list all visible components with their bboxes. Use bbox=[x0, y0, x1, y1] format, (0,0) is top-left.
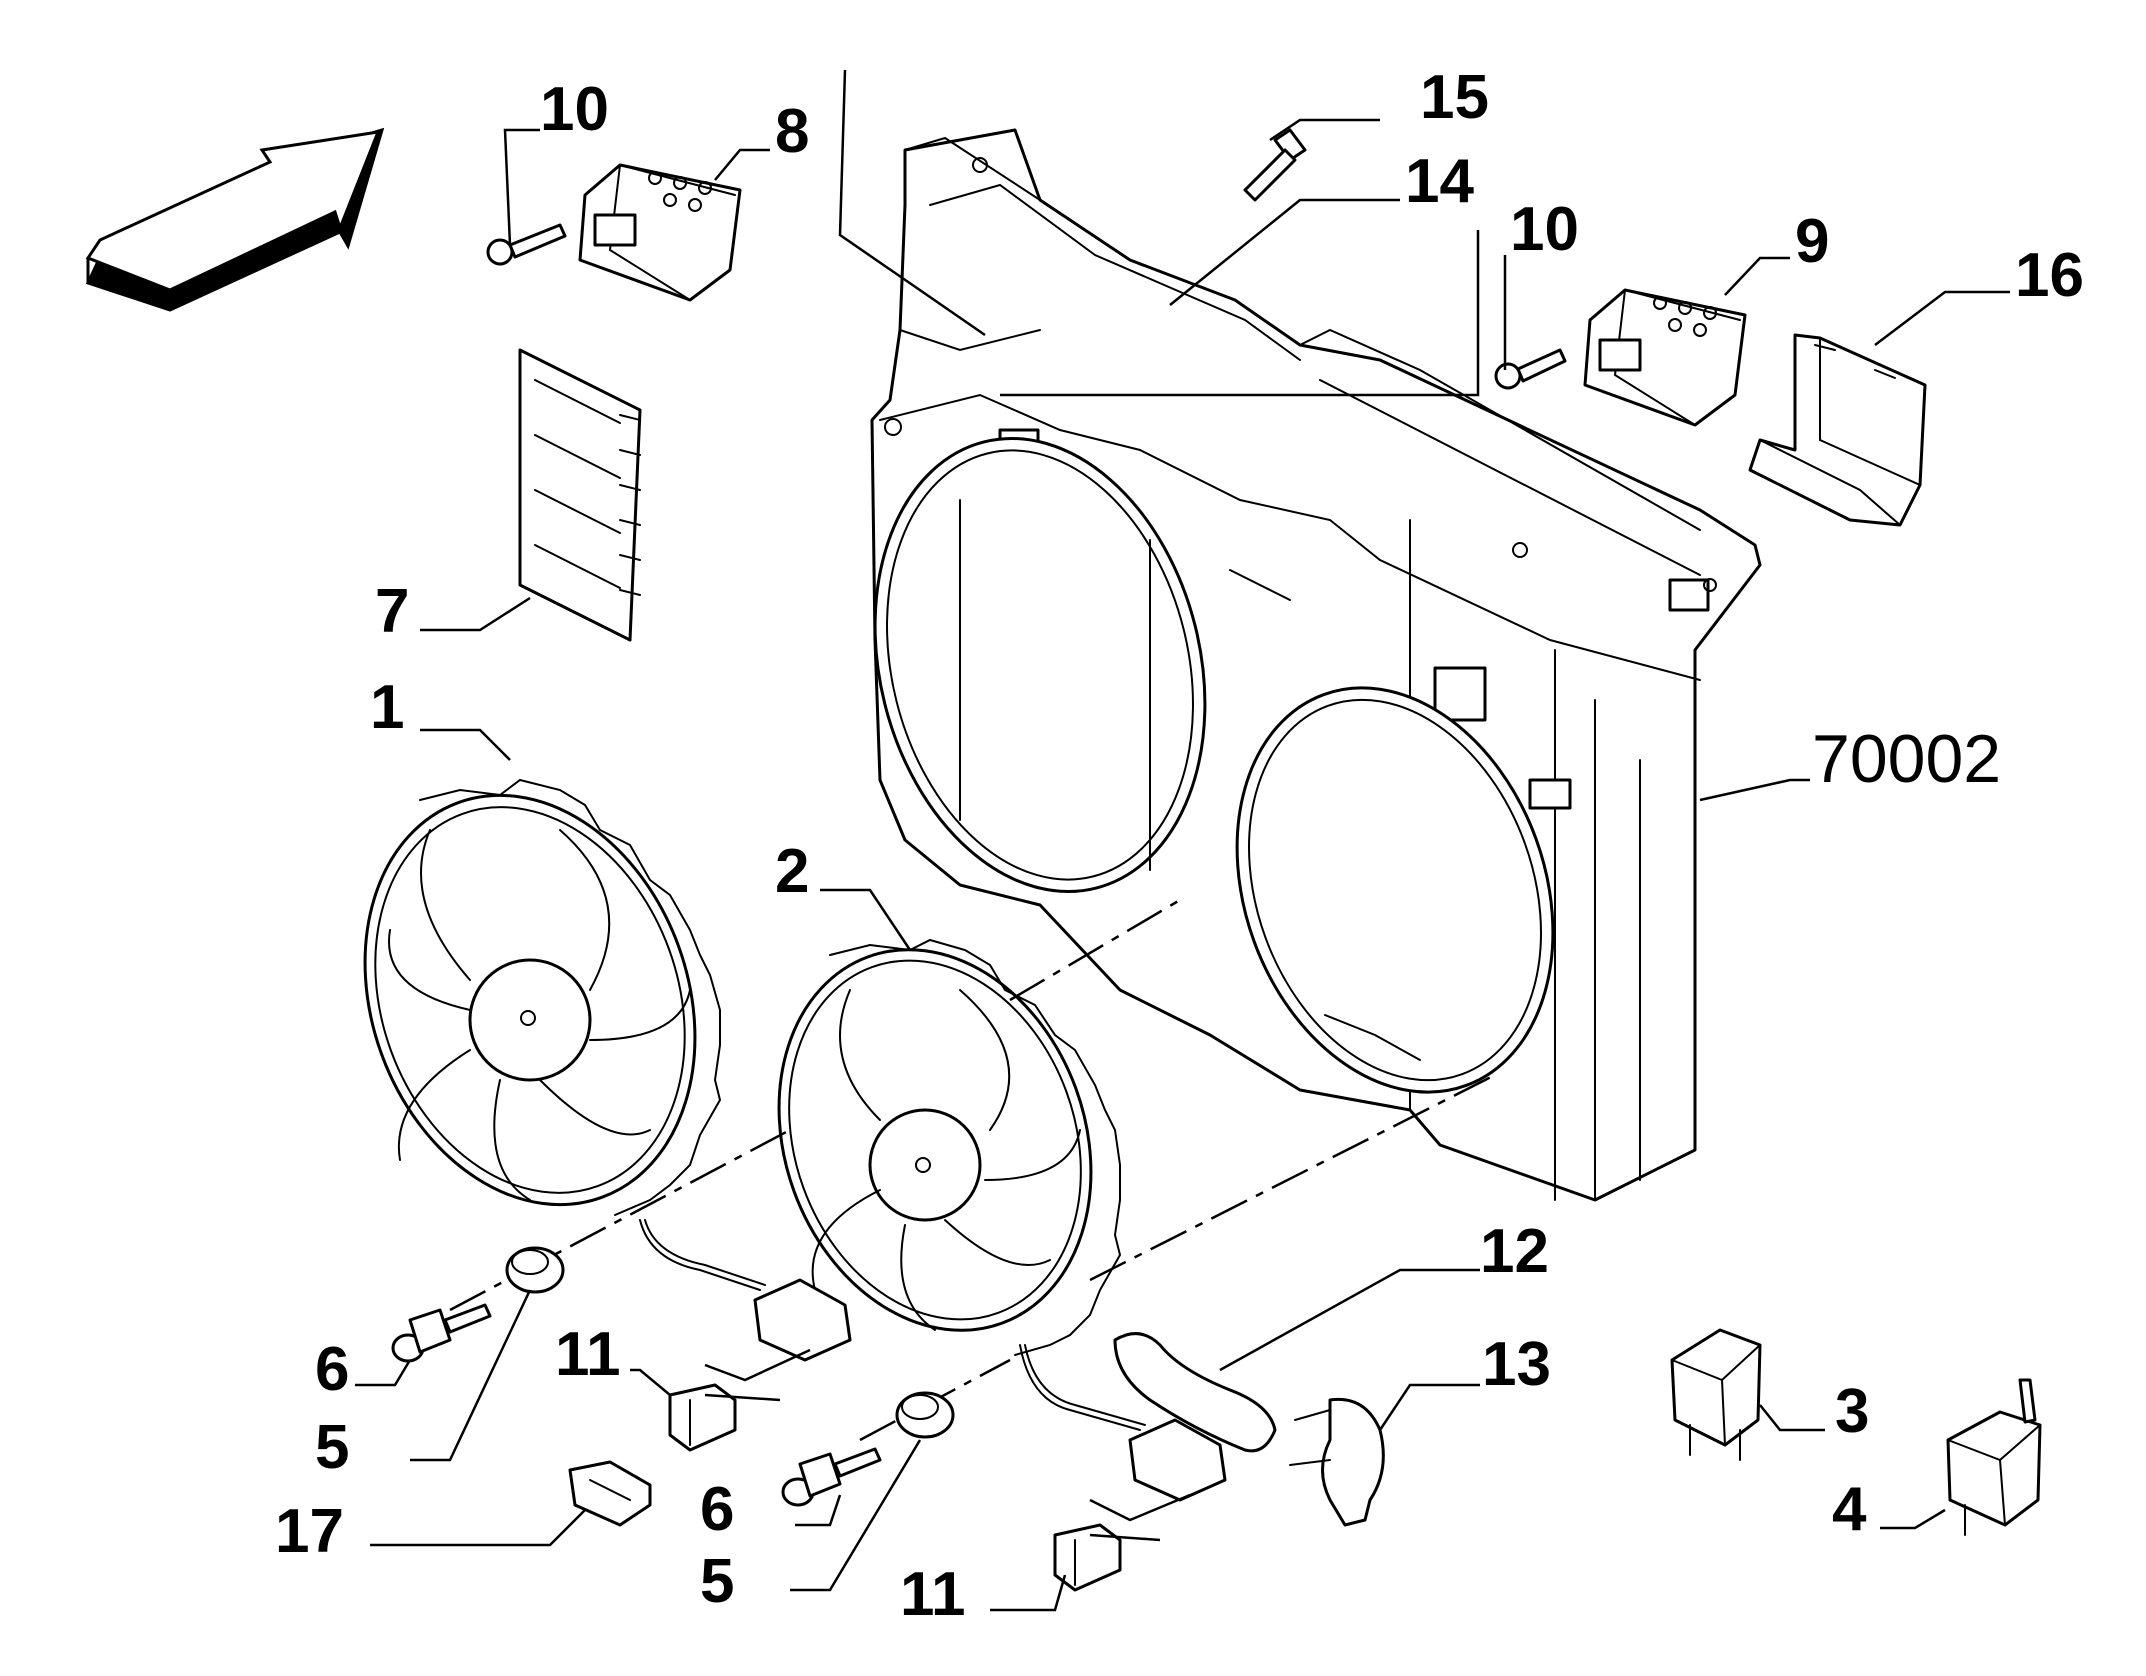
callout-10-right: 10 bbox=[1510, 195, 1579, 264]
fan-1-harness bbox=[639, 1219, 852, 1362]
bracket-part bbox=[518, 348, 642, 642]
callout-9: 9 bbox=[1795, 207, 1829, 276]
callout-4: 4 bbox=[1832, 1475, 1867, 1544]
relay-3-icon bbox=[1670, 1328, 1762, 1461]
callout-6-right: 6 bbox=[700, 1475, 734, 1544]
callout-8: 8 bbox=[775, 97, 809, 166]
callout-11-lower: 11 bbox=[900, 1560, 966, 1629]
relay-4-icon bbox=[1946, 1378, 2042, 1536]
callout-1: 1 bbox=[370, 673, 404, 742]
callout-16: 16 bbox=[2015, 241, 2084, 310]
hose-12 bbox=[1113, 1332, 1277, 1453]
connector-11-upper bbox=[668, 1383, 737, 1452]
alignment-line-1 bbox=[449, 898, 1181, 1312]
callout-11-upper: 11 bbox=[555, 1320, 621, 1389]
screw-10-right bbox=[1494, 348, 1567, 390]
bolt-15 bbox=[1243, 128, 1307, 202]
resistor-9 bbox=[1583, 288, 1747, 427]
callout-15: 15 bbox=[1420, 63, 1489, 132]
screw-10-left bbox=[486, 223, 567, 266]
clamp-13 bbox=[1289, 1397, 1385, 1527]
clip-17 bbox=[568, 1460, 652, 1527]
fuse-box-16 bbox=[1748, 333, 1927, 527]
fan-2-icon bbox=[777, 938, 1122, 1356]
resistor-8 bbox=[578, 163, 742, 302]
callout-70002: 70002 bbox=[1812, 721, 2001, 797]
callout-6-left: 6 bbox=[315, 1335, 349, 1404]
callout-10-left: 10 bbox=[540, 75, 609, 144]
fan-1-icon bbox=[363, 778, 722, 1216]
callout-17: 17 bbox=[275, 1497, 344, 1566]
leader-lines bbox=[355, 69, 2010, 1612]
callout-14: 14 bbox=[1405, 147, 1474, 216]
callout-5-right: 5 bbox=[700, 1547, 734, 1616]
fan-shroud-frame bbox=[870, 128, 1762, 1202]
direction-arrow-icon bbox=[85, 127, 385, 312]
grommet-5-left bbox=[505, 1246, 565, 1294]
callout-7: 7 bbox=[375, 577, 409, 646]
callout-3: 3 bbox=[1835, 1377, 1869, 1446]
bolt-6-right bbox=[781, 1447, 882, 1507]
connector-11-lower bbox=[1053, 1523, 1122, 1592]
bolt-6-left bbox=[391, 1303, 492, 1363]
callout-12: 12 bbox=[1480, 1217, 1549, 1286]
fan-2-harness bbox=[1019, 1344, 1227, 1502]
callout-13: 13 bbox=[1482, 1330, 1551, 1399]
grommet-5-right bbox=[895, 1391, 955, 1439]
callout-labels: 10 8 15 14 10 9 16 7 1 2 70002 12 13 3 4… bbox=[275, 63, 2084, 1629]
callout-2: 2 bbox=[775, 837, 809, 906]
callout-5-left: 5 bbox=[315, 1413, 349, 1482]
